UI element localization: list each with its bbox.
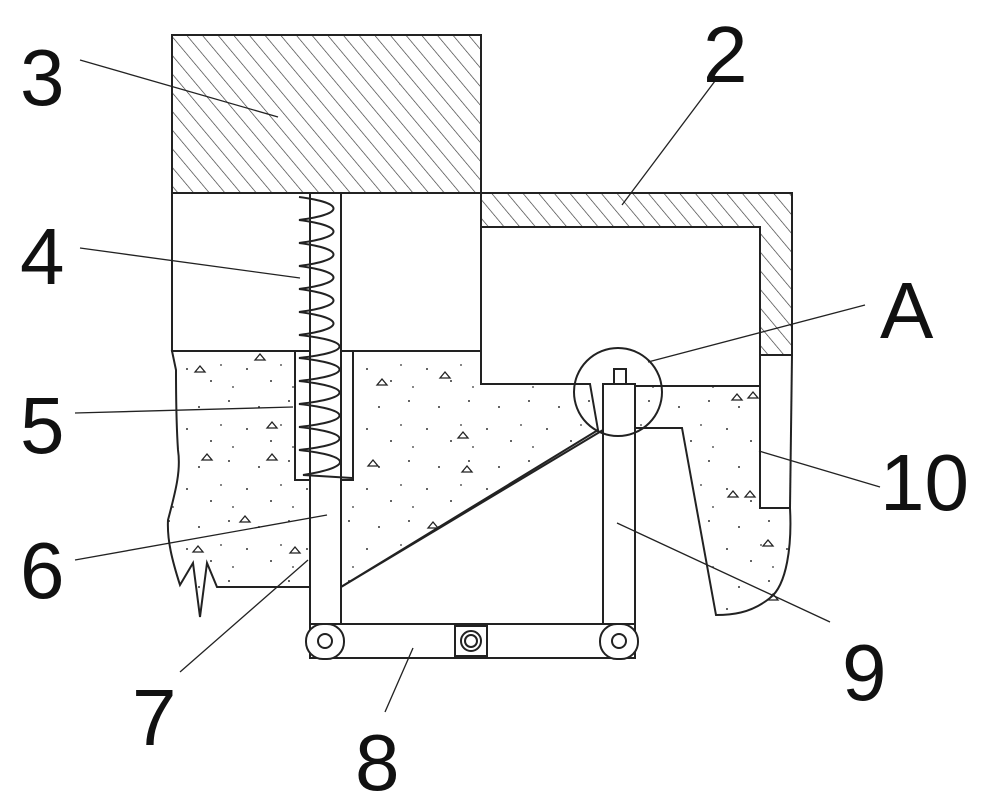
right-pivot — [611, 633, 627, 649]
label-10: 10 — [880, 438, 969, 527]
center-pin-inner — [464, 634, 478, 648]
aggregate-marks — [191, 352, 780, 601]
label-9: 9 — [842, 628, 887, 717]
part-4-spring — [298, 196, 353, 479]
detail-circle-a — [573, 347, 663, 437]
label-2: 2 — [703, 10, 748, 99]
left-end-cap — [305, 623, 345, 660]
part-3-top-block — [171, 34, 482, 194]
label-7: 7 — [132, 673, 177, 762]
label-6: 6 — [20, 526, 65, 615]
label-5: 5 — [20, 381, 65, 470]
part-7-left-rod — [309, 192, 342, 636]
part-2-bracket — [480, 192, 793, 356]
diagonal-link — [340, 429, 604, 588]
left-pivot — [317, 633, 333, 649]
leader-lines — [74, 59, 881, 713]
rod-top-cap — [613, 368, 627, 385]
label-8: 8 — [355, 718, 400, 807]
concrete-right — [634, 385, 792, 617]
right-end-cap — [599, 623, 639, 660]
label-3: 3 — [20, 33, 65, 122]
part-9-right-rod — [602, 383, 636, 636]
label-a: A — [880, 266, 934, 355]
center-pin-outer — [460, 630, 482, 652]
label-4: 4 — [20, 212, 65, 301]
concrete-base — [166, 350, 311, 618]
